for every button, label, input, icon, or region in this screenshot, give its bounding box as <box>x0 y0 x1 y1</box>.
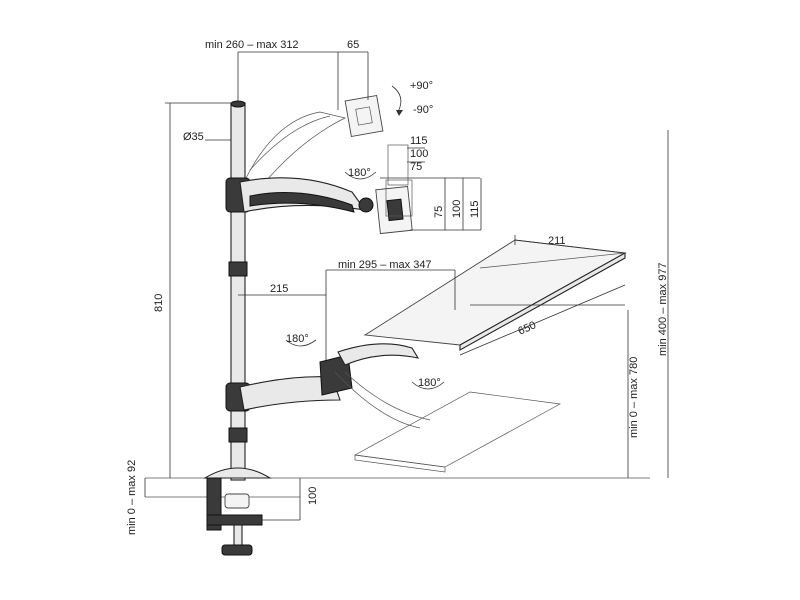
tray-rotation-label: 180° <box>418 377 441 389</box>
arm-reach-label: min 260 – max 312 <box>205 39 299 51</box>
keyboard-tray <box>363 239 627 351</box>
vesa-100-label: 100 <box>410 148 428 160</box>
tilt-down-label: -90° <box>413 104 433 116</box>
tilt-arrow-icon <box>391 85 403 116</box>
tray-length-label: 650 <box>516 319 538 337</box>
vesa-vertical-100-label: 100 <box>451 200 463 218</box>
keyboard-tray-support-ghost <box>334 371 431 429</box>
plate-offset-label: 65 <box>347 39 359 51</box>
dimension-labels: min 260 – max 312 65 +90° -90° Ø35 115 1… <box>126 39 669 535</box>
keyboard-offset-label: 215 <box>270 283 288 295</box>
pole <box>228 100 248 481</box>
rotate-arrow-icon <box>285 171 445 390</box>
pole-diameter-label: Ø35 <box>183 131 204 143</box>
monitor-rotation-label: 180° <box>348 167 371 179</box>
pole-height-label: 810 <box>153 294 165 312</box>
dimension-lines <box>144 51 669 521</box>
keyboard-tray-rotated-ghost <box>353 391 562 473</box>
keyboard-height-label: min 0 – max 780 <box>628 357 640 438</box>
clamp-depth-label: 100 <box>307 487 319 505</box>
vesa-vertical-75-label: 75 <box>433 206 445 218</box>
vesa-vertical-115-label: 115 <box>469 200 481 218</box>
vesa-115-label: 115 <box>410 135 428 147</box>
keyboard-arm <box>225 343 420 412</box>
total-height-label: min 400 – max 977 <box>657 262 669 356</box>
monitor-arm-ghost <box>244 94 384 189</box>
keyboard-arm-rotation-label: 180° <box>286 333 309 345</box>
vesa-plate-detail <box>385 144 413 217</box>
desk-clamp <box>203 467 272 556</box>
vesa-75-label: 75 <box>410 161 422 173</box>
tray-width-label: 211 <box>548 235 566 247</box>
desk-thickness-label: min 0 – max 92 <box>126 460 138 535</box>
tilt-up-label: +90° <box>410 80 433 92</box>
monitor-arm <box>225 177 413 235</box>
keyboard-reach-label: min 295 – max 347 <box>338 259 432 271</box>
